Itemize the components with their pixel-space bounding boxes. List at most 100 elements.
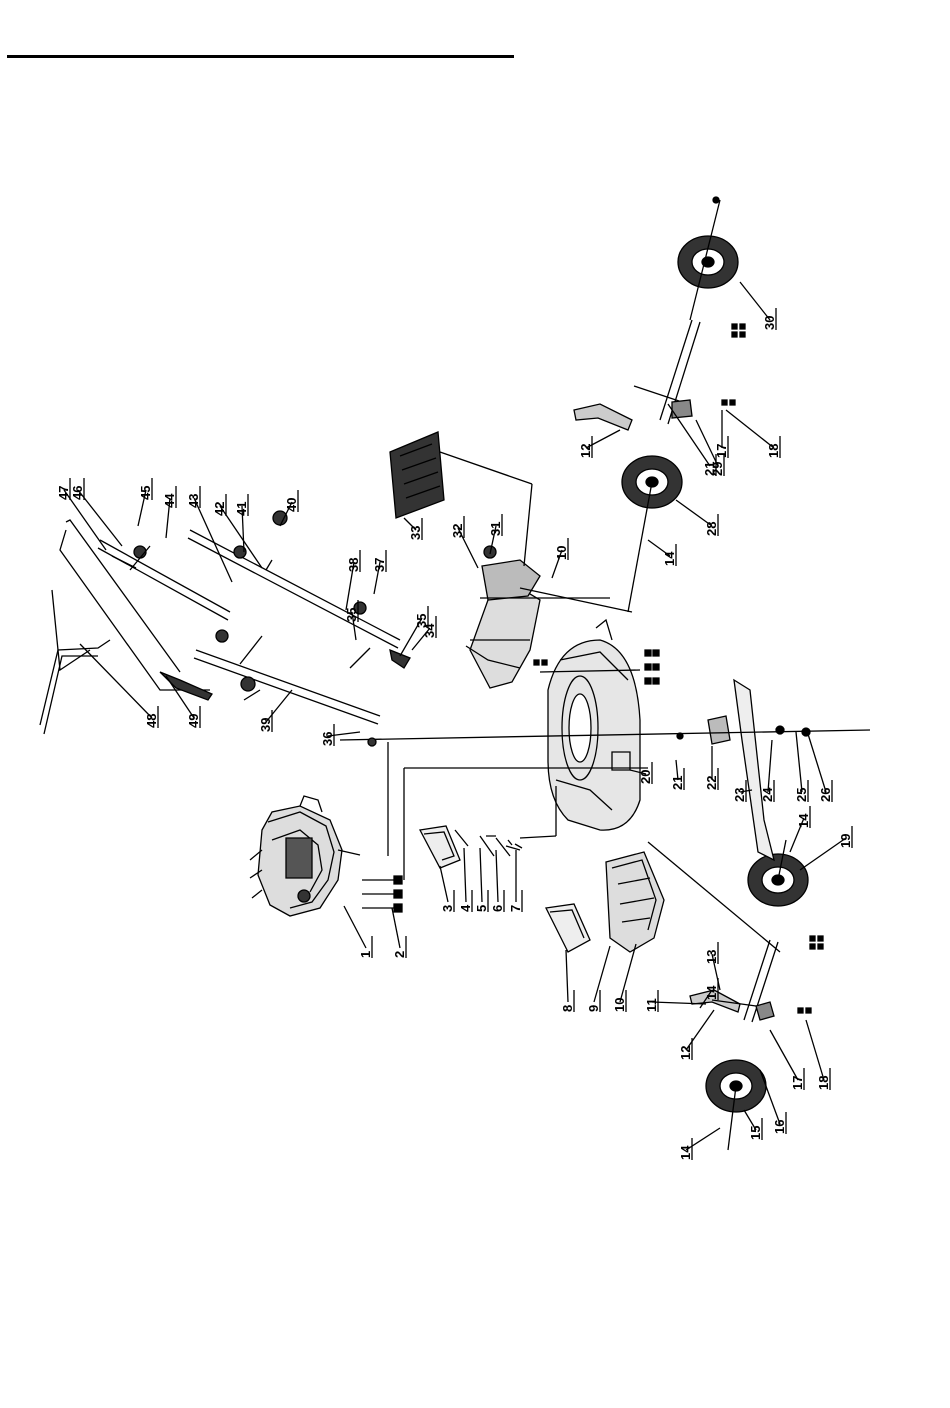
- callout-leader: [464, 848, 466, 902]
- callout-leader: [726, 410, 774, 448]
- blade-part: [734, 680, 774, 860]
- callout-number: 25: [794, 788, 809, 802]
- callout-10: 10: [612, 944, 636, 1012]
- callout-number: 17: [790, 1076, 805, 1090]
- callout-14: 14: [678, 1128, 720, 1160]
- rear-axle-rod-part: [756, 1002, 774, 1020]
- callout-25: 25: [794, 732, 809, 802]
- callout-2: 2: [392, 908, 407, 958]
- callout-number: 40: [284, 498, 299, 512]
- rear-cover-part: [606, 852, 664, 952]
- callout-number: 21: [670, 776, 685, 790]
- callout-number: 32: [450, 524, 465, 538]
- callout-number: 9: [586, 1005, 601, 1012]
- callout-number: 31: [488, 522, 503, 536]
- callout-number: 26: [818, 788, 833, 802]
- callout-33: 33: [404, 518, 423, 540]
- callout-number: 47: [56, 486, 71, 500]
- callout-number: 3: [440, 905, 455, 912]
- callout-26: 26: [808, 734, 833, 802]
- callout-number: 12: [678, 1046, 693, 1060]
- callout-number: 49: [186, 714, 201, 728]
- rear-frame-part: [466, 560, 540, 688]
- callout-leader: [696, 420, 718, 466]
- callout-number: 7: [508, 905, 523, 912]
- callout-number: 43: [186, 494, 201, 508]
- callout-43: 43: [186, 486, 232, 582]
- callout-number: 15: [748, 1126, 763, 1140]
- callout-leader: [440, 866, 448, 902]
- callout-15: 15: [744, 1110, 763, 1140]
- callout-39: 39: [258, 690, 292, 732]
- callout-14: 14: [648, 540, 677, 566]
- callout-6: 6: [490, 850, 505, 912]
- callout-number: 16: [772, 1120, 787, 1134]
- callout-number: 33: [408, 526, 423, 540]
- callout-leader: [768, 740, 772, 792]
- callout-number: 8: [560, 1005, 575, 1012]
- callout-22: 22: [704, 746, 719, 790]
- callout-36: 36: [320, 724, 360, 746]
- callout-number: 46: [70, 486, 85, 500]
- callout-number: 45: [138, 486, 153, 500]
- callout-44: 44: [162, 486, 177, 538]
- engine-part: [250, 796, 360, 916]
- callout-12: 12: [578, 430, 620, 458]
- callout-37: 37: [372, 550, 387, 594]
- callout-number: 14: [662, 551, 677, 566]
- callout-number: 6: [490, 905, 505, 912]
- callout-1: 1: [344, 906, 373, 958]
- callout-9: 9: [586, 946, 610, 1012]
- callout-number: 39: [258, 718, 273, 732]
- callout-24: 24: [760, 740, 775, 802]
- callout-3: 3: [440, 866, 455, 912]
- callout-8: 8: [560, 950, 575, 1012]
- callout-number: 10: [612, 998, 627, 1012]
- callout-number: 30: [762, 316, 777, 330]
- callout-number: 20: [638, 770, 653, 784]
- callout-leader: [344, 906, 366, 948]
- callout-number: 35: [414, 614, 429, 628]
- callout-leader: [480, 848, 482, 902]
- callout-number: 1: [358, 951, 373, 958]
- callout-number: 2: [392, 951, 407, 958]
- callout-30: 30: [740, 282, 777, 330]
- callout-leader: [740, 282, 770, 320]
- callout-18: 18: [726, 410, 781, 458]
- callout-number: 18: [766, 444, 781, 458]
- callout-45: 45: [138, 478, 153, 526]
- callout-10: 10: [552, 538, 569, 578]
- callout-number: 23: [732, 788, 747, 802]
- callout-leader: [806, 1020, 824, 1080]
- callout-leader: [796, 732, 802, 792]
- front-wheel-right-part: [678, 236, 738, 288]
- handle-hardware-part: [134, 511, 496, 746]
- callout-number: 24: [760, 787, 775, 802]
- callout-number: 28: [704, 522, 719, 536]
- callout-number: 29: [710, 462, 725, 476]
- rear-flap-part: [420, 826, 522, 868]
- callout-12: 12: [678, 1010, 714, 1060]
- blade-adapter-part: [708, 716, 730, 744]
- callout-40: 40: [280, 490, 299, 526]
- callout-leader: [266, 690, 292, 722]
- callout-17: 17: [770, 1030, 805, 1090]
- callout-18: 18: [806, 1020, 831, 1090]
- callout-number: 11: [644, 998, 659, 1012]
- callout-leader: [686, 1010, 714, 1050]
- callout-number: 18: [816, 1076, 831, 1090]
- grass-bag-part: [390, 432, 444, 518]
- callout-41: 41: [234, 494, 249, 552]
- callout-number: 22: [704, 776, 719, 790]
- callout-leader: [770, 1030, 798, 1080]
- callout-leader: [566, 950, 568, 1002]
- callout-19: 19: [800, 826, 853, 870]
- callout-21: 21: [670, 760, 685, 790]
- callout-7: 7: [508, 850, 523, 912]
- callout-number: 36: [320, 732, 335, 746]
- callout-28: 28: [676, 500, 719, 536]
- callout-leader: [808, 734, 826, 792]
